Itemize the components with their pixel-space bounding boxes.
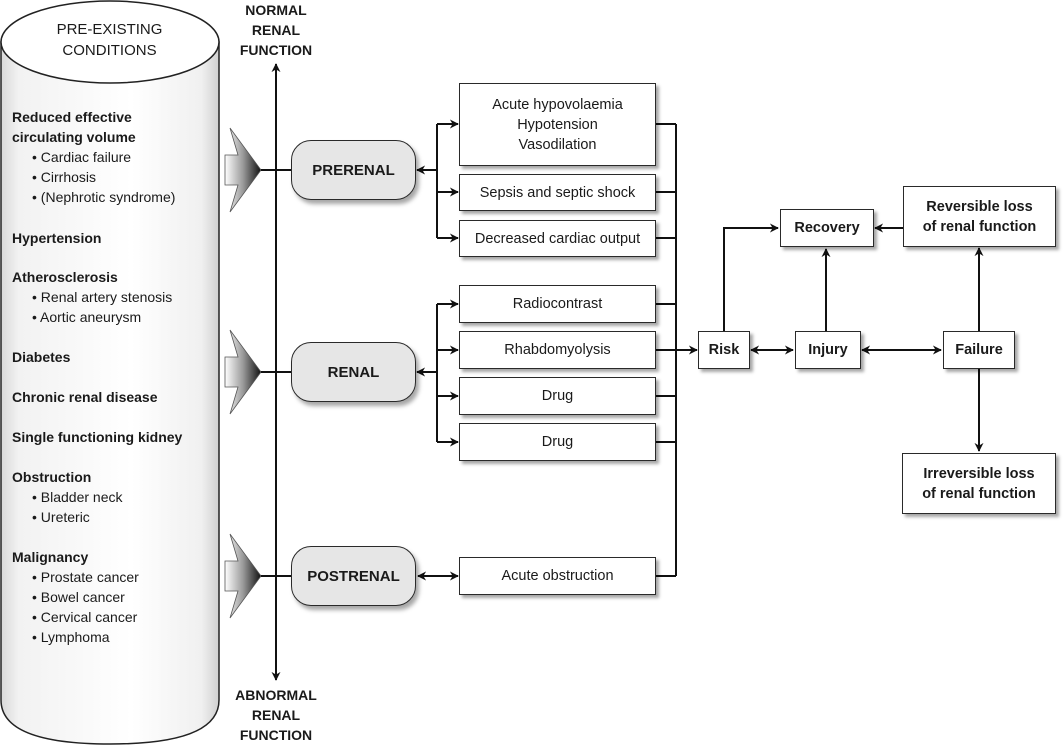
category-postrenal: POSTRENAL	[291, 546, 416, 606]
prerenal-branch-connectors	[416, 119, 459, 243]
condition-item: • Cirrhosis	[32, 169, 97, 185]
cylinder-title: PRE-EXISTING CONDITIONS	[0, 19, 219, 61]
axis-label-abnormal: ABNORMAL RENAL FUNCTION	[221, 685, 331, 745]
outcome-line: of renal function	[922, 218, 1037, 235]
condition-group-obstruction: Obstruction • Bladder neck • Ureteric	[12, 467, 123, 527]
condition-item: • Prostate cancer	[32, 569, 139, 585]
cause-hypovolaemia: Acute hypovolaemia Hypotension Vasodilat…	[459, 83, 656, 166]
stage-failure: Failure	[943, 331, 1015, 369]
condition-item: • Ureteric	[32, 509, 90, 525]
cause-drug: Drug	[459, 423, 656, 461]
condition-heading-hypertension: Hypertension	[12, 230, 102, 246]
condition-item: • Bowel cancer	[32, 589, 125, 605]
cause-line: Acute hypovolaemia	[492, 96, 623, 113]
condition-item: • Cardiac failure	[32, 149, 132, 165]
cause-acute-obstruction: Acute obstruction	[459, 557, 656, 595]
condition-group-malignancy: Malignancy • Prostate cancer • Bowel can…	[12, 547, 139, 647]
cause-sepsis: Sepsis and septic shock	[459, 174, 656, 211]
category-renal: RENAL	[291, 342, 416, 402]
outcome-line: of renal function	[922, 485, 1036, 502]
condition-group-atherosclerosis: Atherosclerosis • Renal artery stenosis …	[12, 267, 172, 327]
cylinder-title-line-1: PRE-EXISTING	[56, 21, 163, 38]
condition-heading-diabetes: Diabetes	[12, 349, 71, 365]
chevron-arrow-prerenal	[224, 127, 291, 213]
condition-heading: Malignancy	[12, 549, 89, 565]
chevron-arrow-postrenal	[224, 533, 291, 619]
stage-connectors	[723, 223, 984, 452]
chevron-arrow-renal	[224, 329, 291, 415]
cause-radiocontrast: Radiocontrast	[459, 285, 656, 323]
cause-line: Decreased cardiac output	[474, 230, 641, 247]
condition-item: • Aortic aneurysm	[32, 309, 142, 325]
condition-heading: Obstruction	[12, 469, 92, 485]
axis-label-line: RENAL	[251, 22, 301, 38]
condition-item: • Lymphoma	[32, 629, 110, 645]
condition-item: • (Nephrotic syndrome)	[32, 189, 176, 205]
category-prerenal: PRERENAL	[291, 140, 416, 200]
condition-heading: Reduced effective	[12, 109, 132, 125]
stage-recovery: Recovery	[780, 209, 874, 247]
renal-branch-connectors	[416, 299, 459, 447]
condition-item: • Cervical cancer	[32, 609, 138, 625]
axis-label-line: NORMAL	[245, 2, 307, 18]
collector-bus	[656, 123, 698, 577]
axis-label-line: FUNCTION	[239, 42, 313, 58]
axis-label-normal: NORMAL RENAL FUNCTION	[221, 0, 331, 60]
cause-cardiac-output: Decreased cardiac output	[459, 220, 656, 257]
axis-label-line: RENAL	[251, 707, 301, 723]
outcome-line: Reversible loss	[926, 198, 1033, 215]
cylinder-title-line-2: CONDITIONS	[62, 42, 157, 59]
cause-line: Sepsis and septic shock	[479, 184, 636, 201]
outcome-line: Irreversible loss	[923, 465, 1035, 482]
outcome-reversible-loss: Reversible loss of renal function	[903, 186, 1056, 247]
pre-existing-conditions-cylinder	[0, 0, 220, 745]
outcome-irreversible-loss: Irreversible loss of renal function	[902, 453, 1056, 514]
condition-heading-single-kidney: Single functioning kidney	[12, 429, 183, 445]
condition-item: • Renal artery stenosis	[32, 289, 173, 305]
condition-item: • Bladder neck	[32, 489, 123, 505]
axis-label-line: FUNCTION	[239, 727, 313, 743]
stage-risk: Risk	[698, 331, 750, 369]
cause-line: Hypotension	[517, 116, 598, 133]
cause-rhabdomyolysis: Rhabdomyolysis	[459, 331, 656, 369]
condition-heading: Atherosclerosis	[12, 269, 118, 285]
cause-line: Vasodilation	[518, 136, 597, 153]
condition-heading-chronic-renal-disease: Chronic renal disease	[12, 389, 158, 405]
stage-injury: Injury	[795, 331, 861, 369]
condition-group-reduced-volume: Reduced effective circulating volume • C…	[12, 107, 175, 207]
axis-label-line: ABNORMAL	[235, 687, 317, 703]
cause-drug: Drug	[459, 377, 656, 415]
condition-heading: circulating volume	[12, 129, 136, 145]
